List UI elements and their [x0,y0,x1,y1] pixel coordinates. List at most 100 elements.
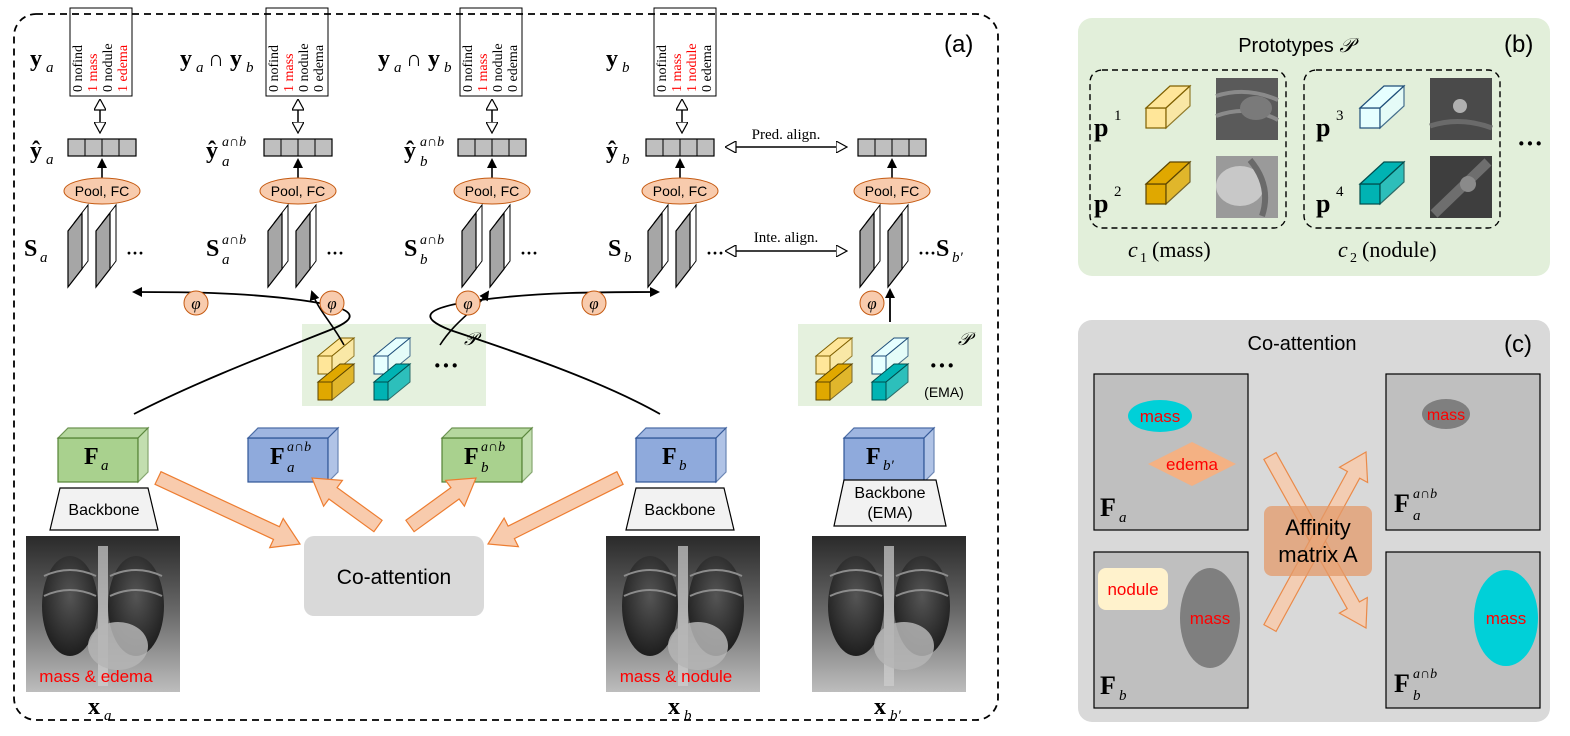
svg-text:b′: b′ [890,708,902,724]
svg-text:Backbone: Backbone [854,485,925,502]
vector-entry-nofind: 0 nofind [461,45,476,92]
svg-text:mass: mass [1140,407,1181,426]
svg-text:φ: φ [867,294,876,313]
prototype-ellipsis-ema: ··· [929,351,955,380]
svg-text:b: b [420,252,428,268]
pred-vector-b [645,138,715,157]
feature-map-sheet-back [495,203,511,270]
feature-map-sheet [887,211,903,289]
svg-text:F: F [1100,493,1116,522]
map-ellipsis: ··· [126,243,144,263]
class-group-nodule [1303,69,1501,229]
arrow-coatt-to-Fb-ab [405,477,477,533]
label-yhat-a: ŷ a [30,138,54,168]
affinity-label-1: Affinity [1285,515,1351,540]
svg-text:Backbone: Backbone [68,502,139,519]
panel-a: (a) y a y a ∩ y b y a ∩ y b y b 0 nofind… [13,7,999,724]
map-ellipsis: ··· [918,243,936,263]
svg-text:ŷ: ŷ [404,138,416,164]
svg-text:F: F [662,444,677,470]
svg-text:a: a [394,60,402,76]
feature-map-sheet [95,211,111,289]
svg-text:mass & nodule: mass & nodule [620,667,732,686]
svg-text:3: 3 [1336,108,1344,124]
panel-c: (c) Co-attention mass edema nodule mass … [1078,320,1550,722]
prototype-p1: p 1 [1094,108,1122,142]
fat-arrow-shape [154,470,302,549]
phi-circle-1: φ [183,290,209,316]
svg-text:x: x [874,694,886,720]
svg-text:a: a [40,250,48,266]
svg-text:a∩b: a∩b [222,135,246,150]
svg-text:Pool, FC: Pool, FC [865,183,919,199]
backbone-ema: Backbone (EMA) [833,479,947,527]
svg-text:F: F [1394,489,1410,518]
vector-entry-edema: 0 edema [312,44,327,92]
label-c-Fb: F b [1100,671,1127,704]
feature-cube-body [842,426,936,484]
label-c-Fb-ab: F b a∩b [1394,667,1437,704]
svg-text:∩: ∩ [406,46,422,71]
label-yhat-a-ab: ŷ a a∩b [206,135,246,170]
svg-text:a: a [1413,508,1421,524]
prototype-bar [814,362,854,402]
coattention-box [304,536,484,616]
prototype-bar [316,362,356,402]
pred-vector-bprime [857,138,927,157]
feature-maps-Sa: ··· [67,203,144,289]
arrow-coatt-to-Fa-ab [311,477,383,533]
panel-b-title: Prototypes 𝒫 [1238,35,1359,57]
xray-image [606,536,760,692]
svg-text:a: a [101,458,109,474]
svg-text:φ: φ [327,294,336,313]
svg-text:F: F [866,444,881,470]
label-xa: x a [88,694,112,724]
svg-text:b: b [444,60,452,76]
svg-text:Pool, FC: Pool, FC [653,183,707,199]
feature-maps-Sbprime: ··· [859,203,936,289]
backbone-b: Backbone [625,487,735,531]
vector-entry-nofind: 0 nofind [267,45,282,92]
feature-map-sheet-back [893,203,909,270]
feature-maps-Sa-ab: ··· [267,203,344,289]
blob-mass-Fb-ab: mass [1474,570,1538,666]
svg-text:b: b [622,60,630,76]
map-Fa [1093,373,1249,531]
feature-map-sheet [295,211,311,289]
label-c-Fa-ab: F a a∩b [1394,487,1437,524]
phi-circle-5: φ [859,290,885,316]
svg-text:p: p [1316,113,1330,142]
svg-text:nodule: nodule [1107,580,1158,599]
svg-text:x: x [668,694,680,720]
feature-map-sheet [67,211,83,289]
svg-text:2: 2 [1350,251,1357,266]
prototype-p3: p 3 [1316,108,1344,142]
svg-text:1: 1 [1140,251,1147,266]
svg-text:∩: ∩ [208,46,224,71]
vector-entry-nofind: 0 nofind [71,45,86,92]
svg-text:p: p [1316,189,1330,218]
patch-image-3 [1429,78,1493,140]
feature-cube-Fb-ab: F b a∩b [440,426,534,484]
feature-cube-body [246,426,340,484]
xray-image [812,536,966,692]
svg-text:b: b [246,60,254,76]
svg-text:a∩b: a∩b [420,233,444,248]
feature-map-sheet-back [101,203,117,270]
affinity-matrix-box [1264,506,1372,576]
label-yhat-b: ŷ b [606,138,630,168]
label-c-Fa: F a [1100,493,1127,526]
svg-text:Pool, FC: Pool, FC [271,183,325,199]
svg-text:1: 1 [1114,108,1122,124]
feature-cube-Fa-ab: F a a∩b [246,426,340,484]
feature-map-sheet-back [467,203,483,270]
svg-text:b: b [684,708,692,724]
feature-cube-Fbprime: F b′ [842,426,936,484]
svg-text:b: b [420,154,428,170]
fat-arrow-shape [405,477,477,533]
svg-text:Pool, FC: Pool, FC [75,183,129,199]
panel-b: (b) Prototypes 𝒫 p 1 p 2 p 3 p 4 ··· [1078,18,1550,276]
coattention-label: Co-attention [337,566,451,589]
vector-entry-edema: 0 edema [506,44,521,92]
svg-text:S: S [24,236,37,262]
